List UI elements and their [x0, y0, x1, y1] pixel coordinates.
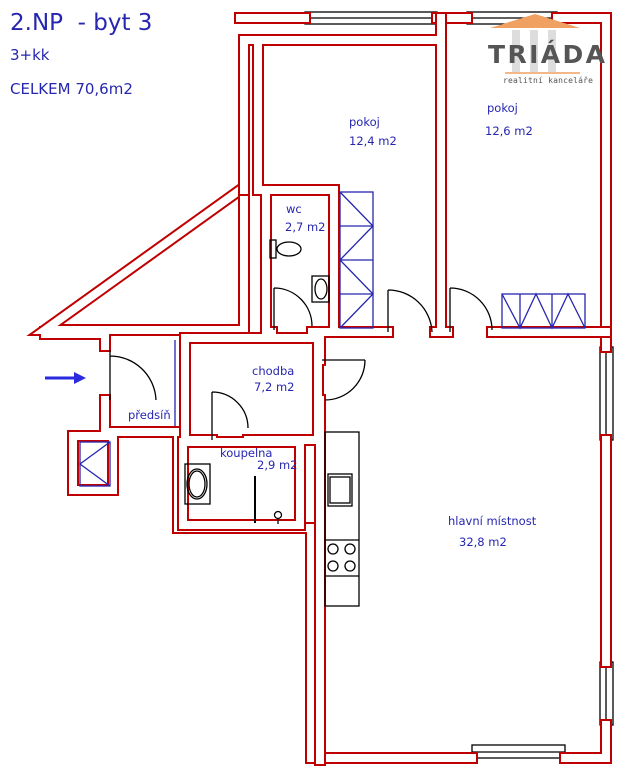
total-area: CELKEM 70,6m2	[10, 80, 133, 98]
room-wc-area: 2,7 m2	[285, 220, 325, 234]
toilet-icon	[269, 239, 302, 259]
bathtub-icon	[184, 463, 211, 505]
wardrobe-pokoj2	[501, 292, 586, 330]
entrance-door	[109, 350, 157, 401]
room-hlavni-name: hlavní místnost	[448, 514, 537, 528]
wc-sink-icon	[311, 275, 330, 303]
doors	[109, 287, 493, 440]
wardrobe-pokoj1	[339, 191, 374, 329]
room-pokoj1-name: pokoj	[349, 115, 380, 129]
room-predsin-name: předsíň	[128, 408, 171, 422]
room-labels: pokoj 12,4 m2 pokoj 12,6 m2 wc 2,7 m2 ch…	[128, 101, 537, 549]
room-chodba-area: 7,2 m2	[254, 380, 294, 394]
sink-icon	[327, 473, 353, 507]
room-pokoj1-area: 12,4 m2	[349, 134, 397, 148]
svg-text:TRIÁDA: TRIÁDA	[488, 40, 606, 69]
layout-type: 3+kk	[10, 46, 50, 64]
room-wc-name: wc	[286, 202, 302, 216]
triada-logo: TRIÁDA realitní kanceláře	[488, 14, 606, 85]
room-pokoj2-area: 12,6 m2	[485, 124, 533, 138]
entrance-arrow-icon	[45, 372, 86, 384]
room-pokoj2-name: pokoj	[487, 101, 518, 115]
room-hlavni-area: 32,8 m2	[459, 535, 507, 549]
wardrobe-predsin	[78, 441, 111, 487]
room-koupelna-area: 2,9 m2	[257, 458, 297, 472]
floor-title: 2.NP - byt 3	[10, 10, 153, 36]
stove-icon	[327, 543, 356, 572]
walls	[26, 12, 612, 766]
shower-icon	[254, 476, 283, 524]
room-chodba-name: chodba	[252, 364, 294, 378]
svg-text:realitní kanceláře: realitní kanceláře	[503, 76, 593, 85]
room-koupelna-name: koupelna	[220, 446, 272, 460]
kitchen-counter	[324, 431, 360, 607]
